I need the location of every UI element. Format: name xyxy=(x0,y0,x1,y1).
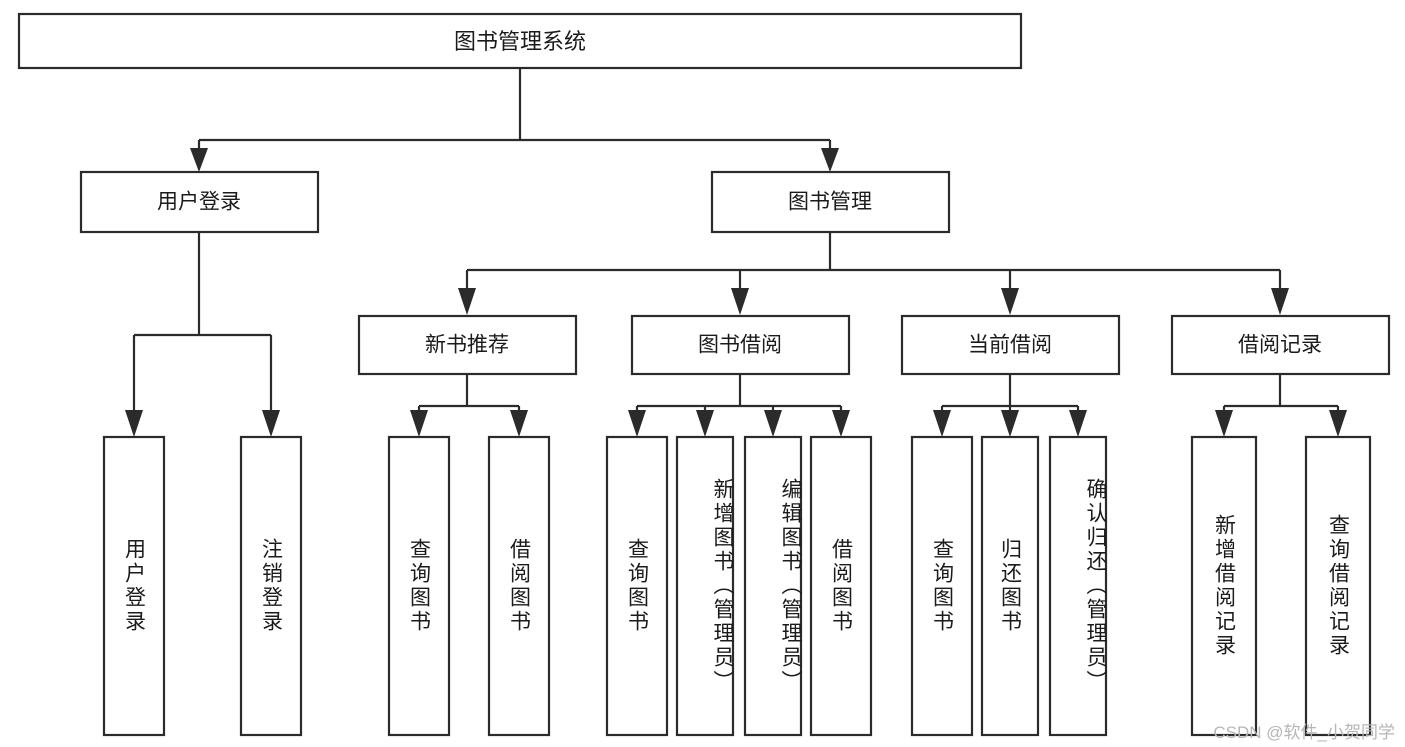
node-current-borrow-label: 当前借阅 xyxy=(968,334,1052,357)
arrowhead-book-borrow xyxy=(731,288,749,315)
node-book-borrow-box[interactable] xyxy=(630,314,851,376)
node-new-book-recommend-label: 新书推荐 xyxy=(425,334,509,357)
arrowhead-user-login xyxy=(190,148,208,172)
node-root-box[interactable] xyxy=(17,12,1023,70)
arrowhead-leaf-add-record xyxy=(1215,410,1233,437)
csdn-watermark: CSDN @软件_小贺同学 xyxy=(1213,723,1395,742)
arrowhead-leaf-borrow-book-1 xyxy=(510,410,528,437)
arrowhead-leaf-confirm-return xyxy=(1069,410,1087,437)
node-borrow-record-label: 借阅记录 xyxy=(1238,334,1322,357)
arrowhead-leaf-borrow-book-2 xyxy=(832,410,850,437)
arrowhead-leaf-user-login xyxy=(125,410,143,437)
node-leaf-edit-book-box[interactable] xyxy=(743,435,803,737)
node-user-login-box[interactable] xyxy=(79,170,320,234)
arrowhead-new-book xyxy=(458,288,476,315)
arrowhead-leaf-query-record xyxy=(1329,410,1347,437)
node-book-manage-box[interactable] xyxy=(710,170,951,234)
node-layer: 图书管理系统 用户登录 图书管理 新书推荐 图书借阅 当前借阅 借阅记录 xyxy=(17,12,1391,737)
arrowhead-borrow-record xyxy=(1271,288,1289,315)
arrowhead-current-borrow xyxy=(1001,288,1019,315)
arrowhead-leaf-query-book-1 xyxy=(410,410,428,437)
node-leaf-confirm-return-box[interactable] xyxy=(1048,435,1108,737)
arrowhead-leaf-user-logout xyxy=(262,410,280,437)
node-leaf-add-book-box[interactable] xyxy=(675,435,735,737)
node-book-borrow-label: 图书借阅 xyxy=(698,334,782,357)
node-leaf-query-book-3-box[interactable] xyxy=(910,435,974,737)
node-leaf-borrow-book-1-box[interactable] xyxy=(487,435,551,737)
node-user-login-label: 用户登录 xyxy=(157,191,241,214)
node-new-book-recommend-box[interactable] xyxy=(357,314,578,376)
node-current-borrow-box[interactable] xyxy=(900,314,1121,376)
node-leaf-add-record-box[interactable] xyxy=(1190,435,1258,737)
node-leaf-query-book-2-box[interactable] xyxy=(605,435,669,737)
node-leaf-borrow-book-2-box[interactable] xyxy=(809,435,873,737)
arrowhead-leaf-query-book-3 xyxy=(933,410,951,437)
node-leaf-return-book-box[interactable] xyxy=(980,435,1040,737)
node-leaf-query-record-box[interactable] xyxy=(1304,435,1372,737)
node-leaf-query-book-1-box[interactable] xyxy=(387,435,451,737)
node-borrow-record-box[interactable] xyxy=(1170,314,1391,376)
node-leaf-user-login-box[interactable] xyxy=(102,435,166,737)
arrowhead-leaf-return-book xyxy=(1001,410,1019,437)
arrowhead-book-manage xyxy=(821,148,839,172)
node-book-manage-label: 图书管理 xyxy=(788,191,872,214)
arrowhead-leaf-query-book-2 xyxy=(628,410,646,437)
arrowhead-leaf-add-book xyxy=(696,410,714,437)
arrowhead-leaf-edit-book xyxy=(764,410,782,437)
connector-layer xyxy=(125,68,1347,437)
node-root-label: 图书管理系统 xyxy=(454,29,586,54)
node-leaf-user-logout-box[interactable] xyxy=(239,435,303,737)
